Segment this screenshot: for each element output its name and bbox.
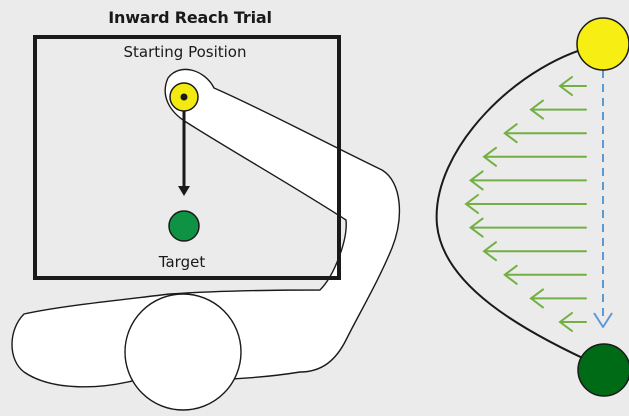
force-arrow-10 <box>529 288 587 309</box>
force-arrow-7 <box>468 217 587 238</box>
straight-path-arrowhead <box>593 312 613 328</box>
end-target-circle <box>577 343 629 397</box>
diagram-title: Inward Reach Trial <box>108 8 272 27</box>
workspace-box <box>33 35 341 280</box>
force-arrow-2 <box>529 99 587 120</box>
arm-figure <box>11 68 401 411</box>
curved-trajectory <box>435 43 604 367</box>
target-label: Target <box>158 253 206 271</box>
force-arrow-4 <box>482 146 587 167</box>
force-arrow-11 <box>558 312 587 332</box>
end-start-circle <box>576 17 629 71</box>
arm-outline <box>11 68 401 388</box>
force-arrow-1 <box>558 76 587 96</box>
start-dot <box>180 93 188 101</box>
target-circle <box>168 210 200 242</box>
starting-position-label: Starting Position <box>123 43 247 61</box>
force-arrow-5 <box>468 170 587 191</box>
force-arrow-9 <box>503 264 587 285</box>
force-arrow-3 <box>503 123 587 144</box>
reach-arrow-head <box>178 186 190 196</box>
force-arrows <box>464 76 587 332</box>
shoulder-circle <box>124 293 242 411</box>
force-arrow-8 <box>482 241 587 262</box>
force-arrow-6 <box>464 194 587 214</box>
